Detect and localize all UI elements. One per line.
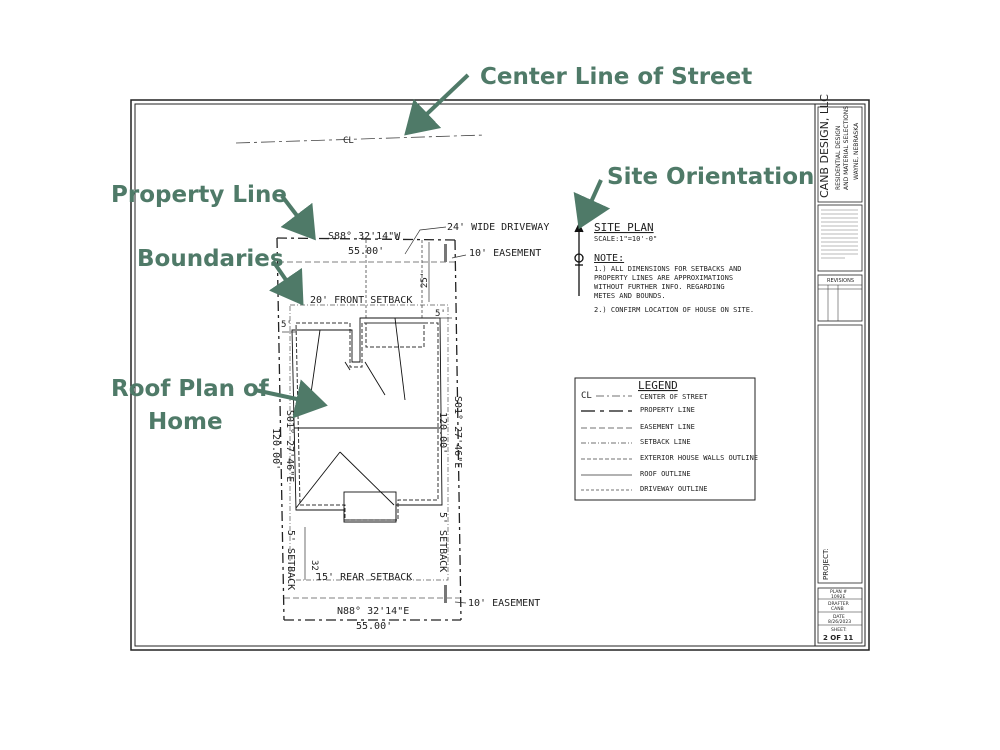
legend-house-walls: EXTERIOR HOUSE WALLS OUTLINE bbox=[640, 454, 758, 462]
annotation-site-orientation-arrow bbox=[573, 179, 611, 230]
revisions-label: REVISIONS bbox=[827, 278, 854, 284]
note-line-4: METES AND BOUNDS. bbox=[594, 292, 666, 300]
legend: LEGEND CL CENTER OF STREET PROPERTY LINE… bbox=[574, 377, 758, 501]
plan-number: 1092E bbox=[831, 594, 845, 600]
south-bearing: N88° 32'14"E bbox=[337, 606, 409, 617]
cl-label: CL bbox=[343, 136, 354, 146]
annotation-roof-plan-arrow bbox=[254, 379, 328, 419]
north-arrow-icon bbox=[574, 222, 584, 296]
legend-driveway-outline: DRIVEWAY OUTLINE bbox=[640, 485, 707, 493]
dim-32: 32' bbox=[309, 560, 319, 576]
annotation-site-orientation: Site Orientation bbox=[607, 164, 814, 190]
east-length: 120.00' bbox=[437, 412, 448, 454]
company-location: WAYNE, NEBRASKA bbox=[853, 122, 860, 180]
annotation-property-line: Property Line bbox=[111, 182, 287, 208]
west-length: 120.00' bbox=[270, 428, 281, 470]
drafter-name: CANB bbox=[831, 606, 844, 612]
rear-easement-mark bbox=[444, 585, 447, 603]
drafter-label: DRAFTER bbox=[828, 601, 849, 607]
front-easement-label: 10' EASEMENT bbox=[469, 248, 541, 259]
roof-outline bbox=[291, 317, 443, 523]
center-line-of-street bbox=[235, 134, 486, 144]
south-length: 55.00' bbox=[356, 621, 392, 632]
date-label: DATE bbox=[833, 614, 845, 620]
north-bearing: S88° 32'14"W bbox=[328, 231, 401, 242]
front-easement-mark bbox=[444, 244, 447, 262]
rear-setback-label: 15' REAR SETBACK bbox=[316, 572, 412, 583]
dim-5-right: 5' bbox=[435, 309, 446, 319]
legend-easement-line: EASEMENT LINE bbox=[640, 423, 695, 431]
inner-border bbox=[134, 103, 866, 647]
dim-5-left: 5' bbox=[281, 320, 292, 330]
dim-25: 25' bbox=[420, 272, 430, 288]
easement-lines bbox=[278, 261, 461, 599]
legend-title: LEGEND bbox=[638, 379, 678, 392]
site-plan-scale: SCALE:1"=10'-0" bbox=[594, 235, 657, 243]
annotation-boundaries: Boundaries bbox=[137, 246, 284, 272]
date-value: 8/26/2023 bbox=[828, 619, 851, 625]
legend-cl-symbol: CL bbox=[581, 391, 592, 401]
annotation-roof-plan-line1: Roof Plan of bbox=[111, 376, 270, 402]
rear-easement-label: 10' EASEMENT bbox=[468, 598, 540, 609]
company-name: CANB DESIGN, LLC bbox=[818, 94, 831, 198]
legend-setback-line: SETBACK LINE bbox=[640, 438, 691, 446]
left-setback-label: 5' SETBACK bbox=[285, 530, 296, 590]
annotation-center-line: Center Line of Street bbox=[480, 64, 752, 90]
west-bearing: S01° 27'46"E bbox=[284, 410, 295, 482]
east-bearing: S01° 27'46"E bbox=[452, 396, 463, 468]
disclaimer-text-lines bbox=[821, 209, 858, 259]
sheet-label: SHEET: bbox=[831, 627, 847, 633]
north-length: 55.00' bbox=[348, 246, 384, 257]
setback-lines bbox=[289, 304, 449, 581]
project-label: PROJECT: bbox=[822, 548, 830, 580]
driveway-outline bbox=[365, 240, 423, 318]
company-sub2: AND MATERIAL SELECTIONS bbox=[843, 106, 850, 190]
sheet-number: 2 OF 11 bbox=[823, 634, 853, 642]
legend-center-of-street: CENTER OF STREET bbox=[640, 393, 708, 401]
legend-roof-outline: ROOF OUTLINE bbox=[640, 470, 691, 478]
annotation-property-line-arrow bbox=[280, 194, 316, 241]
dimension-lines bbox=[282, 242, 452, 580]
outer-border bbox=[130, 99, 870, 651]
exterior-house-walls bbox=[295, 322, 439, 521]
legend-property-line: PROPERTY LINE bbox=[640, 406, 695, 414]
note-title: NOTE: bbox=[594, 253, 624, 264]
note-line-3: WITHOUT FURTHER INFO. REGARDING bbox=[594, 283, 725, 291]
right-setback-label: 5' SETBACK bbox=[437, 512, 448, 572]
annotation-roof-plan-line2: Home bbox=[148, 409, 223, 435]
rear-easement-leader bbox=[454, 601, 467, 604]
note-line-2: PROPERTY LINES ARE APPROXIMATIONS bbox=[594, 274, 733, 282]
site-plan-title: SITE PLAN bbox=[594, 221, 654, 234]
company-sub1: RESIDENTIAL DESIGN bbox=[835, 126, 842, 190]
title-block: CANB DESIGN, LLC RESIDENTIAL DESIGN AND … bbox=[814, 94, 863, 646]
driveway-leader bbox=[404, 226, 447, 255]
note-line-5: 2.) CONFIRM LOCATION OF HOUSE ON SITE. bbox=[594, 306, 754, 314]
note-line-1: 1.) ALL DIMENSIONS FOR SETBACKS AND bbox=[594, 265, 742, 273]
front-easement-leader bbox=[451, 254, 467, 259]
driveway-label: 24' WIDE DRIVEWAY bbox=[447, 222, 549, 233]
front-setback-label: 20' FRONT SETBACK bbox=[310, 295, 412, 306]
annotation-boundaries-arrow bbox=[268, 259, 304, 306]
annotation-center-line-arrow bbox=[404, 73, 470, 136]
plan-number-label: PLAN # bbox=[830, 589, 847, 595]
